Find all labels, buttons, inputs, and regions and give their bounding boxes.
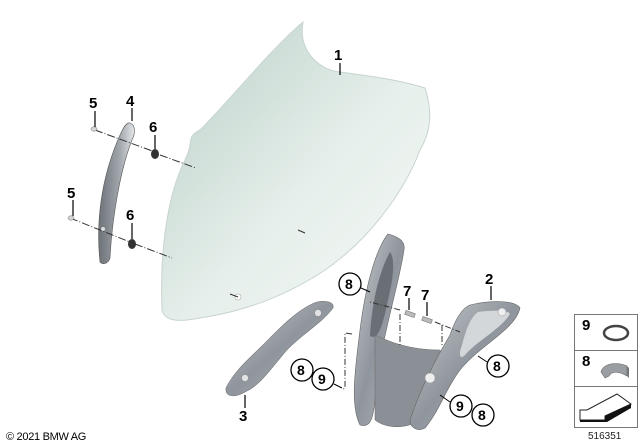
copyright-text: © 2021 BMW AG <box>6 431 87 443</box>
diagram-number: 516351 <box>588 431 622 442</box>
left-bracket-part[interactable] <box>353 233 405 426</box>
right-bracket-part[interactable] <box>374 301 521 430</box>
pin-part[interactable] <box>404 310 433 324</box>
leader-lines <box>72 63 492 408</box>
callout-7: 7 <box>403 283 411 300</box>
callout-3: 3 <box>239 408 247 425</box>
grommet-part[interactable] <box>128 149 159 249</box>
pin-lines <box>341 301 461 391</box>
screw-part[interactable] <box>67 126 98 221</box>
callout-7: 7 <box>421 287 429 304</box>
callout-9: 9 <box>456 398 464 414</box>
callout-8: 8 <box>478 407 486 423</box>
clip-nut-icon <box>600 363 629 379</box>
legend-label: 9 <box>582 317 591 334</box>
callout-2: 2 <box>485 271 493 288</box>
callout-4: 4 <box>126 93 135 110</box>
windshield-part[interactable] <box>161 20 431 321</box>
circled-callouts <box>290 272 510 427</box>
o-ring-icon <box>602 324 630 342</box>
callout-8: 8 <box>493 358 501 374</box>
callout-1: 1 <box>334 47 342 64</box>
legend-label: 8 <box>582 353 591 370</box>
callout-5: 5 <box>67 185 75 202</box>
callout-5: 5 <box>89 95 97 112</box>
trim-panel-part[interactable] <box>225 301 334 397</box>
callout-9: 9 <box>318 371 326 387</box>
legend-item-o-ring[interactable]: 9 <box>574 314 638 352</box>
callout-6: 6 <box>126 207 134 224</box>
circled-leaders <box>333 287 488 403</box>
legend-item-arrow[interactable] <box>574 386 638 428</box>
side-strip-part[interactable] <box>98 122 135 264</box>
callout-8: 8 <box>297 362 305 378</box>
legend-item-clip-nut[interactable]: 8 <box>574 350 638 388</box>
callout-8: 8 <box>345 276 353 292</box>
callout-6: 6 <box>149 119 157 136</box>
assembly-lines <box>69 129 197 259</box>
arrow-icon <box>579 393 632 422</box>
